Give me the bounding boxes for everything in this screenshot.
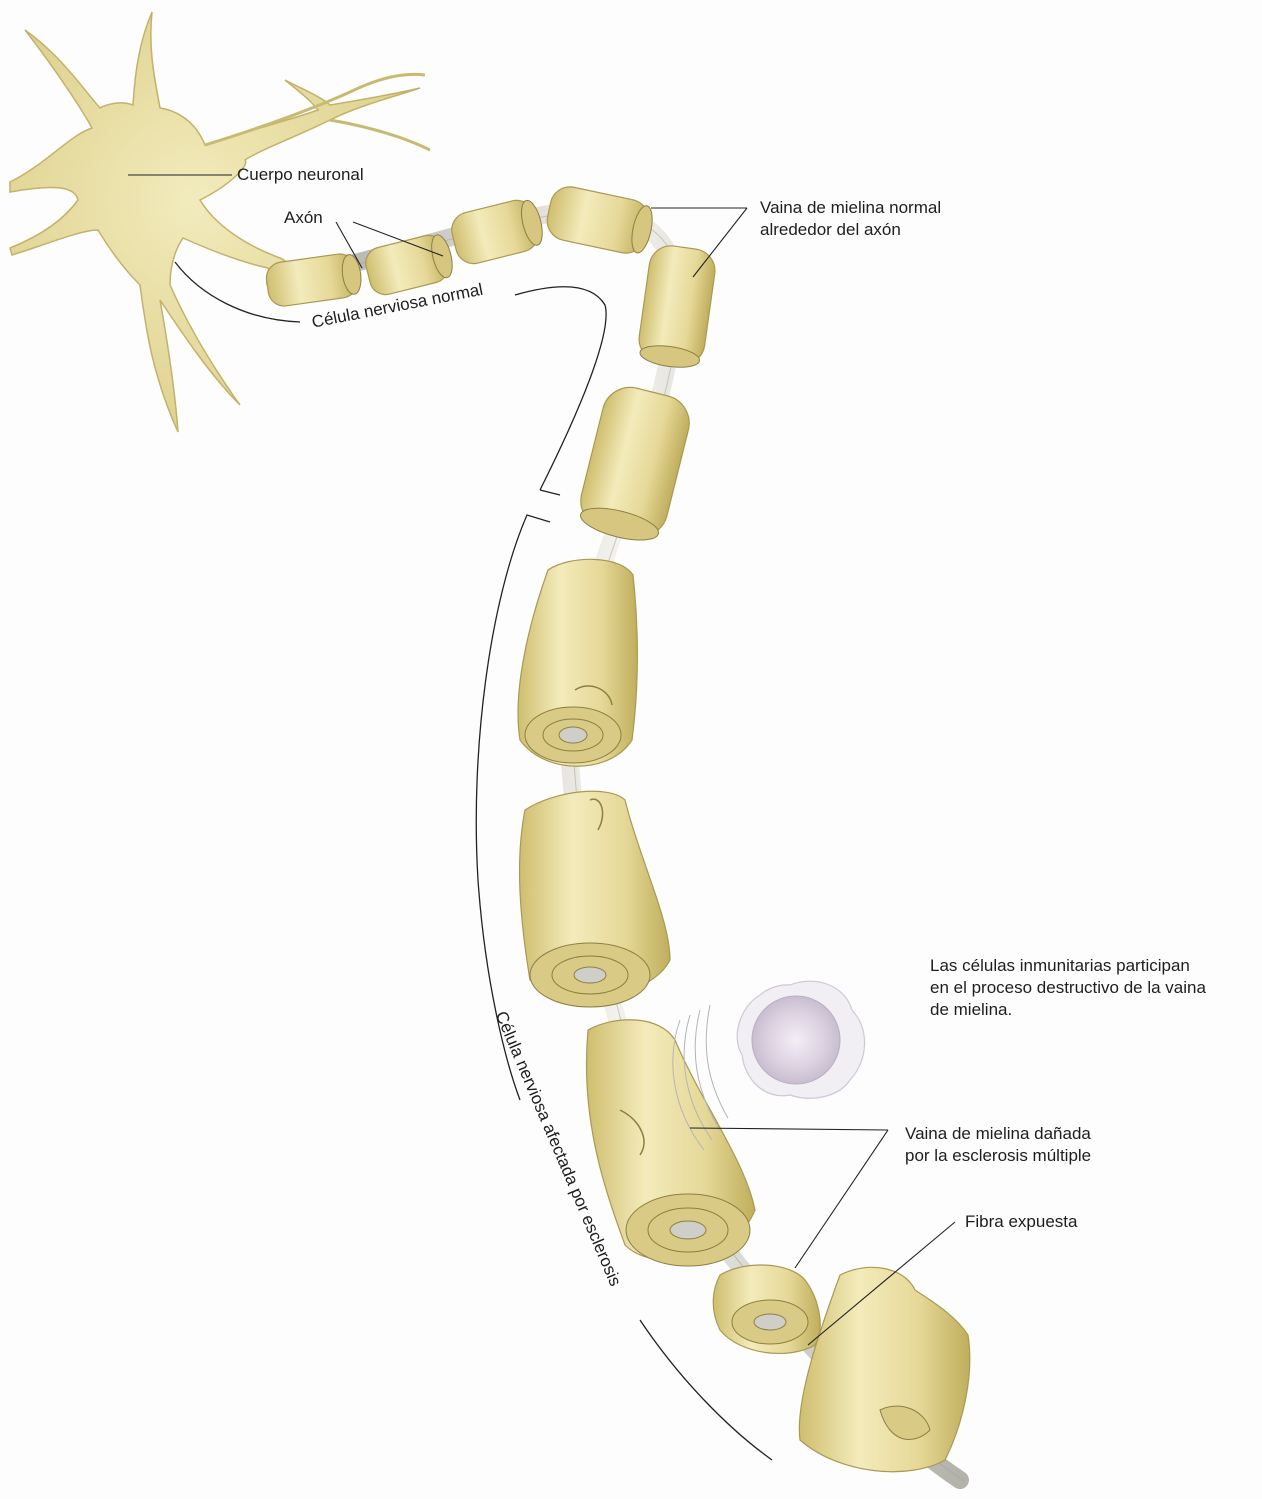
myelin-sheath-normal-3	[448, 195, 547, 267]
label-normal-sheath: Vaina de mielina normal alrededor del ax…	[760, 197, 941, 241]
label-immune-cells: Las células inmunitarias participan en e…	[930, 955, 1206, 1021]
myelin-sheath-damaged-2	[520, 791, 670, 1007]
label-damaged-sheath: Vaina de mielina dañada por la esclerosi…	[905, 1123, 1091, 1167]
myelin-sheath-normal-4	[543, 183, 656, 257]
label-axon: Axón	[284, 207, 323, 229]
myelin-sheath-normal-5	[636, 243, 718, 371]
myelin-sheath-damaged-3	[586, 1020, 755, 1266]
label-cell-body: Cuerpo neuronal	[237, 164, 364, 186]
immune-cell	[737, 981, 864, 1098]
label-immune-cells-line-3: de mielina.	[930, 999, 1206, 1021]
myelin-sheath-damaged-5	[799, 1267, 969, 1471]
myelin-sheath-damaged-4	[713, 1265, 820, 1353]
label-damaged-sheath-line-1: Vaina de mielina dañada	[905, 1123, 1091, 1145]
label-damaged-sheath-line-2: por la esclerosis múltiple	[905, 1145, 1091, 1167]
label-immune-cells-line-2: en el proceso destructivo de la vaina	[930, 977, 1206, 999]
neuron-cell-body	[10, 12, 430, 432]
normal-cell-bracket-tick	[540, 490, 560, 495]
label-normal-sheath-line-1: Vaina de mielina normal	[760, 197, 941, 219]
label-normal-sheath-line-2: alrededor del axón	[760, 219, 941, 241]
myelin-sheath-damaged-1	[518, 559, 637, 766]
myelin-sheath-normal-6	[574, 381, 695, 547]
label-exposed-fiber: Fibra expuesta	[965, 1211, 1077, 1233]
leader-lines	[128, 175, 955, 1345]
label-immune-cells-line-1: Las células inmunitarias participan	[930, 955, 1206, 977]
